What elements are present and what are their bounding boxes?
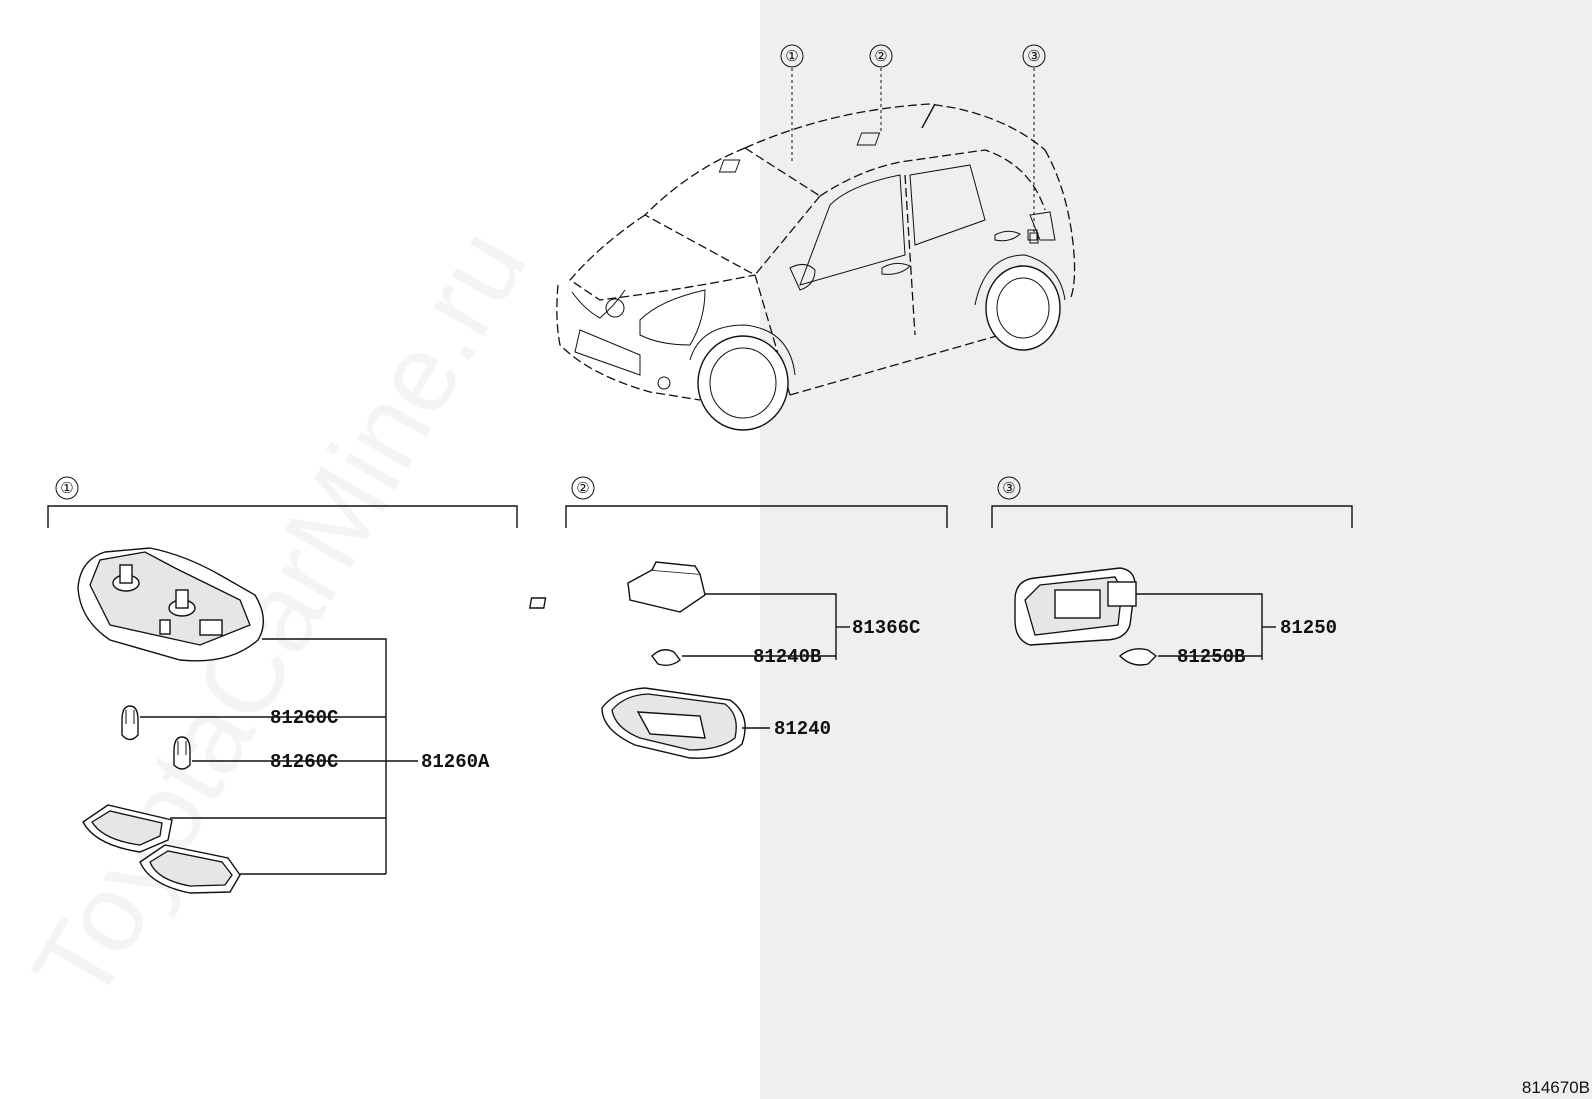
svg-text:②: ②	[874, 48, 887, 65]
dome-lamp-housing	[77, 547, 264, 662]
lens-right	[139, 844, 241, 894]
car-location-marker-3: ③	[1022, 44, 1046, 68]
part-label-81366c: 81366C	[852, 617, 920, 639]
group-2: ② 81366C 81240B 81240	[528, 476, 948, 759]
lens-left	[82, 804, 173, 853]
svg-text:①: ①	[785, 48, 798, 65]
lens-81240	[601, 687, 746, 759]
group-2-marker: ②	[576, 480, 589, 497]
group-1: ①	[47, 476, 518, 894]
car-location-marker-1: ①	[780, 44, 804, 68]
bulb-81250b	[1118, 648, 1158, 666]
bulb-81260c-1	[121, 705, 139, 741]
car-location-marker-2: ②	[869, 44, 893, 68]
diagram-reference-number: 814670B	[1522, 1078, 1590, 1097]
switch-module	[528, 561, 706, 613]
part-label-81250b: 81250B	[1177, 646, 1245, 668]
part-label-81250: 81250	[1280, 617, 1337, 639]
bulb-81260c-2	[173, 736, 191, 770]
background-shade-panel	[760, 0, 1592, 1099]
group-3-marker: ③	[1002, 480, 1015, 497]
group-3: ③ 81250 81250B	[991, 476, 1353, 668]
group-1-marker: ①	[60, 480, 73, 497]
svg-text:③: ③	[1027, 48, 1040, 65]
part-label-81260a: 81260A	[421, 751, 490, 773]
part-label-81240: 81240	[774, 718, 831, 740]
part-label-81260c-1: 81260C	[270, 707, 338, 729]
car-illustration	[556, 103, 1076, 431]
part-label-81260c-2: 81260C	[270, 751, 338, 773]
bulb-81240b	[651, 649, 681, 667]
part-label-81240b: 81240B	[753, 646, 821, 668]
luggage-lamp	[1014, 567, 1137, 646]
